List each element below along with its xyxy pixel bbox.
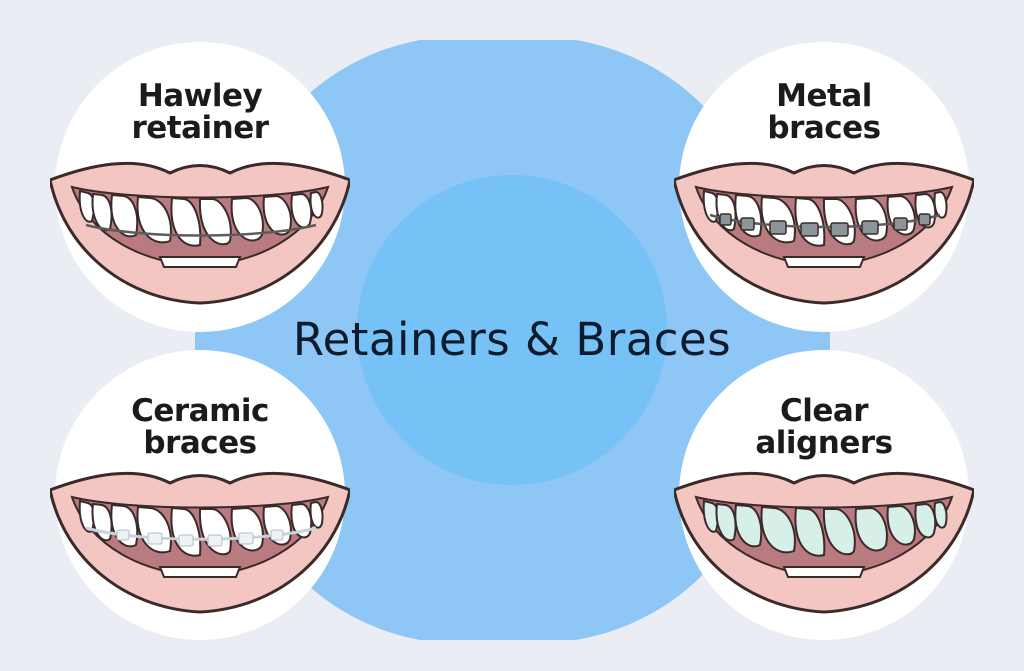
card-ceramic-braces: Ceramic braces — [50, 350, 350, 650]
label-line-2: aligners — [755, 425, 893, 461]
clear-aligners-smile-illustration — [674, 350, 974, 640]
label-line-2: braces — [767, 110, 881, 146]
metal-braces-smile-illustration — [674, 42, 974, 332]
ceramic-archwire — [85, 526, 317, 541]
label-clear-aligners: Clear aligners — [674, 395, 974, 459]
inner-blue-circle — [357, 175, 667, 485]
hawley-smile-illustration — [50, 42, 350, 332]
card-metal-braces: Metal braces — [674, 35, 974, 335]
smile-icon — [674, 471, 974, 614]
label-metal-braces: Metal braces — [674, 80, 974, 144]
ceramic-braces-smile-illustration — [50, 350, 350, 640]
metal-brackets — [719, 213, 931, 237]
archwire — [709, 213, 941, 229]
smile-icon — [50, 471, 350, 614]
label-line-1: Metal — [776, 78, 872, 114]
diagram-title: Retainers & Braces — [292, 313, 732, 366]
label-line-1: Ceramic — [131, 393, 269, 429]
retainer-wire — [85, 223, 317, 237]
aligner-tray — [702, 499, 948, 557]
label-ceramic-braces: Ceramic braces — [50, 395, 350, 459]
label-line-1: Hawley — [137, 78, 263, 114]
smile-icon — [50, 161, 350, 305]
label-line-2: braces — [143, 425, 257, 461]
label-line-1: Clear — [779, 393, 869, 429]
smile-icon — [674, 161, 974, 305]
label-hawley-retainer: Hawley retainer — [50, 80, 350, 144]
label-line-2: retainer — [131, 110, 269, 146]
card-clear-aligners: Clear aligners — [674, 350, 974, 650]
ceramic-brackets — [116, 529, 284, 547]
card-hawley-retainer: Hawley retainer — [50, 35, 350, 335]
